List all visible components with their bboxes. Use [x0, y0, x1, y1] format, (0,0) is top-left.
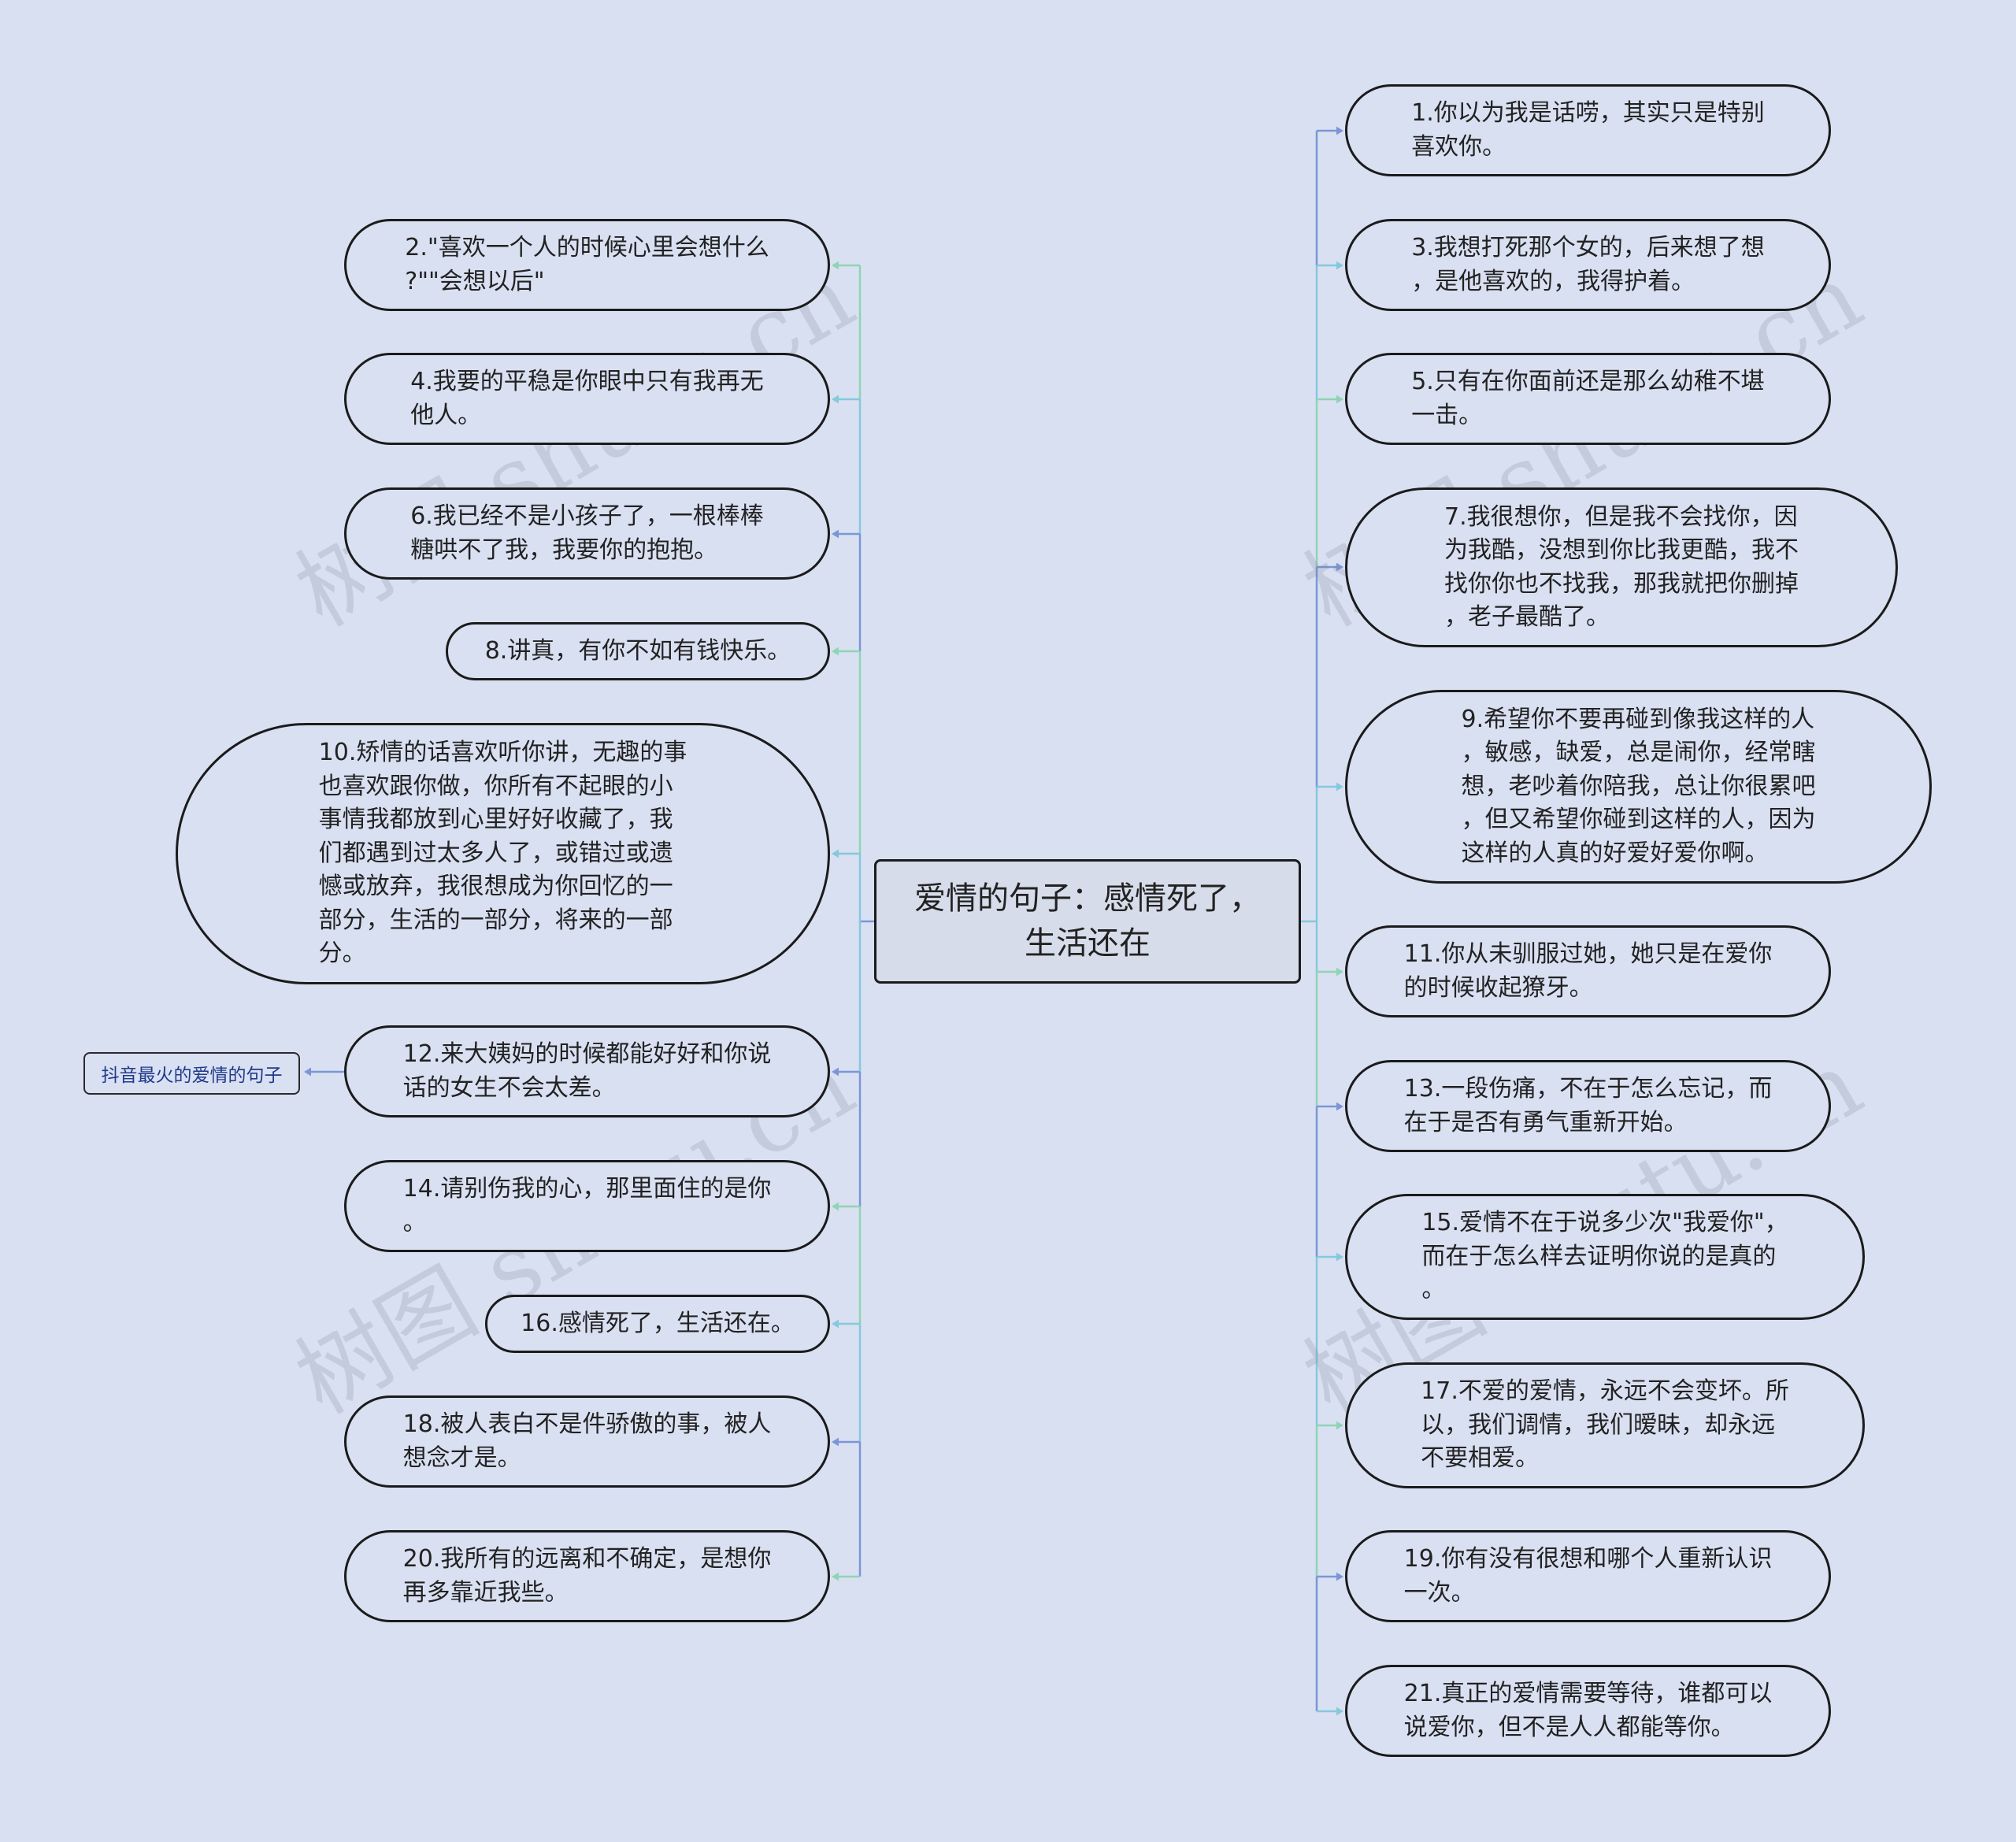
connector-arrow	[832, 261, 839, 270]
topic-text: 12.来大姨妈的时候都能好好和你说 话的女生不会太差。	[402, 1040, 772, 1102]
topic-node-16[interactable]: 16.感情死了，生活还在。	[485, 1295, 830, 1353]
connector-arrow	[1336, 261, 1343, 270]
connector-arrow	[1336, 395, 1343, 404]
connector-arrow	[1336, 1421, 1343, 1430]
topic-text: 4.我要的平稳是你眼中只有我再无 他人。	[410, 368, 764, 429]
connector-arrow	[1336, 1102, 1343, 1111]
topic-node-19[interactable]: 19.你有没有很想和哪个人重新认识 一次。	[1345, 1530, 1831, 1622]
topic-text: 10.矫情的话喜欢听你讲，无趣的事 也喜欢跟你做，你所有不起眼的小 事情我都放到…	[318, 739, 687, 968]
topic-text: 14.请别伤我的心，那里面住的是你 。	[402, 1175, 772, 1236]
topic-node-11[interactable]: 11.你从未驯服过她，她只是在爱你 的时候收起獠牙。	[1345, 925, 1831, 1017]
topic-node-5[interactable]: 5.只有在你面前还是那么幼稚不堪 一击。	[1345, 353, 1831, 445]
topic-node-14[interactable]: 14.请别伤我的心，那里面住的是你 。	[344, 1160, 830, 1252]
topic-text: 13.一段伤痛，不在于怎么忘记，而 在于是否有勇气重新开始。	[1403, 1075, 1773, 1136]
topic-text: 7.我很想你，但是我不会找你，因 为我酷，没想到你比我更酷，我不 找你你也不找我…	[1444, 502, 1799, 632]
topic-text: 17.不爱的爱情，永远不会变坏。所 以，我们调情，我们暧昧，却永远 不要相爱。	[1421, 1377, 1789, 1473]
connector-arrow	[832, 647, 839, 656]
connector-arrow	[832, 1437, 839, 1447]
topic-text: 2."喜欢一个人的时候心里会想什么 ?""会想以后"	[405, 234, 769, 295]
connector-arrow	[1336, 126, 1343, 135]
central-topic-text: 爱情的句子：感情死了， 生活还在	[914, 880, 1261, 962]
connector-arrow	[832, 395, 839, 404]
connector-arrow	[832, 1572, 839, 1581]
topic-node-3[interactable]: 3.我想打死那个女的，后来想了想 ，是他喜欢的，我得护着。	[1345, 219, 1831, 311]
topic-node-1[interactable]: 1.你以为我是话唠，其实只是特别 喜欢你。	[1345, 84, 1831, 176]
connector-arrow	[1336, 1572, 1343, 1581]
topic-text: 3.我想打死那个女的，后来想了想 ，是他喜欢的，我得护着。	[1411, 234, 1765, 295]
connector-arrow	[1336, 562, 1343, 572]
topic-node-15[interactable]: 15.爱情不在于说多少次"我爱你"， 而在于怎么样去证明你说的是真的 。	[1345, 1194, 1865, 1320]
topic-text: 16.感情死了，生活还在。	[521, 1309, 795, 1337]
connector-arrow	[304, 1067, 311, 1077]
topic-text: 8.讲真，有你不如有钱快乐。	[484, 636, 791, 665]
topic-text: 9.希望你不要再碰到像我这样的人 ，敏感，缺爱，总是闹你，经常瞎 想，老吵着你陪…	[1461, 705, 1816, 867]
topic-node-17[interactable]: 17.不爱的爱情，永远不会变坏。所 以，我们调情，我们暧昧，却永远 不要相爱。	[1345, 1362, 1865, 1488]
topic-text: 6.我已经不是小孩子了，一根棒棒 糖哄不了我，我要你的抱抱。	[410, 502, 764, 564]
topic-text: 18.被人表白不是件骄傲的事，被人 想念才是。	[402, 1410, 772, 1472]
topic-node-10[interactable]: 10.矫情的话喜欢听你讲，无趣的事 也喜欢跟你做，你所有不起眼的小 事情我都放到…	[176, 723, 830, 984]
sub-topic-tag[interactable]: 抖音最火的爱情的句子	[83, 1052, 300, 1095]
topic-node-21[interactable]: 21.真正的爱情需要等待，谁都可以 说爱你，但不是人人都能等你。	[1345, 1665, 1831, 1757]
topic-text: 1.你以为我是话唠，其实只是特别 喜欢你。	[1411, 99, 1765, 161]
connector-arrow	[832, 1319, 839, 1329]
central-topic[interactable]: 爱情的句子：感情死了， 生活还在	[874, 859, 1301, 984]
connector-arrow	[1336, 782, 1343, 791]
topic-node-8[interactable]: 8.讲真，有你不如有钱快乐。	[446, 622, 830, 680]
connector-arrow	[832, 1202, 839, 1211]
connector-arrow	[832, 1067, 839, 1077]
topic-text: 21.真正的爱情需要等待，谁都可以 说爱你，但不是人人都能等你。	[1403, 1680, 1773, 1741]
connector-arrow	[832, 849, 839, 858]
connector-arrow	[1336, 1707, 1343, 1716]
connector-arrow	[1336, 967, 1343, 977]
topic-text: 11.你从未驯服过她，她只是在爱你 的时候收起獠牙。	[1403, 940, 1773, 1002]
topic-node-18[interactable]: 18.被人表白不是件骄傲的事，被人 想念才是。	[344, 1395, 830, 1488]
topic-text: 15.爱情不在于说多少次"我爱你"， 而在于怎么样去证明你说的是真的 。	[1421, 1209, 1788, 1304]
topic-text: 20.我所有的远离和不确定，是想你 再多靠近我些。	[402, 1545, 772, 1607]
topic-node-9[interactable]: 9.希望你不要再碰到像我这样的人 ，敏感，缺爱，总是闹你，经常瞎 想，老吵着你陪…	[1345, 690, 1932, 884]
topic-text: 5.只有在你面前还是那么幼稚不堪 一击。	[1411, 368, 1765, 429]
topic-node-20[interactable]: 20.我所有的远离和不确定，是想你 再多靠近我些。	[344, 1530, 830, 1622]
topic-node-6[interactable]: 6.我已经不是小孩子了，一根棒棒 糖哄不了我，我要你的抱抱。	[344, 487, 830, 580]
connector-arrow	[832, 529, 839, 539]
topic-node-2[interactable]: 2."喜欢一个人的时候心里会想什么 ?""会想以后"	[344, 219, 830, 311]
connector-arrow	[1336, 1252, 1343, 1262]
topic-node-7[interactable]: 7.我很想你，但是我不会找你，因 为我酷，没想到你比我更酷，我不 找你你也不找我…	[1345, 487, 1898, 647]
topic-text: 19.你有没有很想和哪个人重新认识 一次。	[1403, 1545, 1773, 1607]
topic-node-4[interactable]: 4.我要的平稳是你眼中只有我再无 他人。	[344, 353, 830, 445]
topic-node-13[interactable]: 13.一段伤痛，不在于怎么忘记，而 在于是否有勇气重新开始。	[1345, 1060, 1831, 1152]
topic-node-12[interactable]: 12.来大姨妈的时候都能好好和你说 话的女生不会太差。	[344, 1025, 830, 1117]
